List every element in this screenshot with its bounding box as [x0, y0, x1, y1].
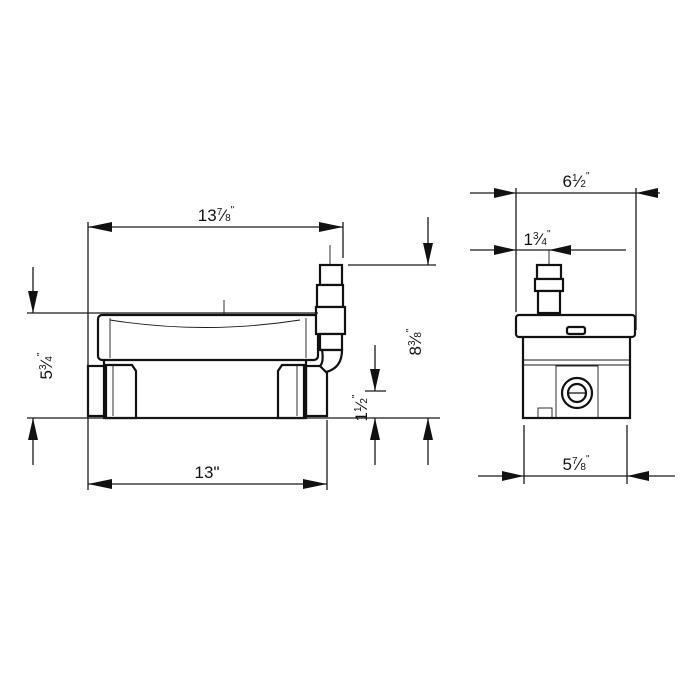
dimension-whole: 5 [563, 455, 572, 474]
dimension-denominator: 8 [225, 213, 231, 224]
label-inlet-height: 11⁄2" [351, 394, 371, 421]
dimension-whole: 8 [406, 346, 425, 355]
dimension-unit: " [351, 394, 362, 398]
dimension-unit: " [586, 171, 590, 182]
dimension-denominator: 4 [44, 356, 55, 362]
label-overall-width: 137⁄8" [198, 205, 235, 225]
right-inlet-block [304, 364, 329, 418]
label-outlet-offset: 13⁄4" [524, 229, 551, 249]
dimension-whole: 6 [563, 172, 572, 191]
lid [96, 313, 320, 362]
dimension-numerator: 3 [38, 364, 49, 370]
fraction-slash: ⁄ [406, 334, 425, 344]
dimension-unit: " [586, 454, 590, 465]
front-view-dimensions [27, 217, 440, 490]
dimension-whole: 1 [524, 230, 533, 249]
side-view-dimensions [470, 188, 675, 484]
dimension-numerator: 3 [533, 231, 539, 242]
dimension-unit: " [547, 229, 551, 240]
dimension-labels: 137⁄8" 13" 53⁄4" 83⁄8" 11⁄2" 61⁄2" 13⁄4"… [36, 171, 590, 482]
fraction-slash: ⁄ [218, 206, 228, 225]
lower-body [102, 356, 308, 420]
dimension-numerator: 7 [572, 456, 578, 467]
dimension-denominator: 8 [580, 462, 586, 473]
front-view-unit [86, 245, 347, 420]
dimension-unit: " [231, 205, 235, 216]
dimension-denominator: 2 [580, 179, 586, 190]
fraction-slash: ⁄ [352, 400, 371, 410]
dimension-unit: " [213, 463, 219, 482]
dimension-numerator: 1 [572, 173, 578, 184]
dimension-whole: 13 [198, 206, 217, 225]
dimension-numerator: 7 [217, 207, 223, 218]
dimension-numerator: 1 [353, 406, 364, 412]
fraction-slash: ⁄ [574, 172, 584, 191]
dimension-whole: 5 [37, 370, 56, 379]
side-view-unit [514, 250, 637, 420]
side-discharge-nozzle [533, 250, 565, 315]
label-overall-height: 83⁄8" [405, 328, 425, 355]
dimension-denominator: 4 [541, 237, 547, 248]
dimension-unit: " [36, 352, 47, 356]
discharge-pipe [314, 245, 347, 374]
label-body-height: 53⁄4" [36, 352, 56, 379]
label-side-base-width: 57⁄8" [563, 454, 590, 474]
label-base-width: 13" [195, 463, 220, 482]
dimension-whole: 13 [195, 463, 214, 482]
label-side-width: 61⁄2" [563, 171, 590, 191]
fraction-slash: ⁄ [574, 455, 584, 474]
dimension-numerator: 3 [407, 340, 418, 346]
fraction-slash: ⁄ [535, 230, 545, 249]
side-handle [565, 325, 587, 336]
dimension-unit: " [405, 328, 416, 332]
body-feet [104, 363, 306, 420]
dimension-whole: 1 [352, 412, 371, 421]
dimension-denominator: 8 [413, 332, 424, 338]
dimension-denominator: 2 [359, 398, 370, 404]
fraction-slash: ⁄ [37, 358, 56, 368]
